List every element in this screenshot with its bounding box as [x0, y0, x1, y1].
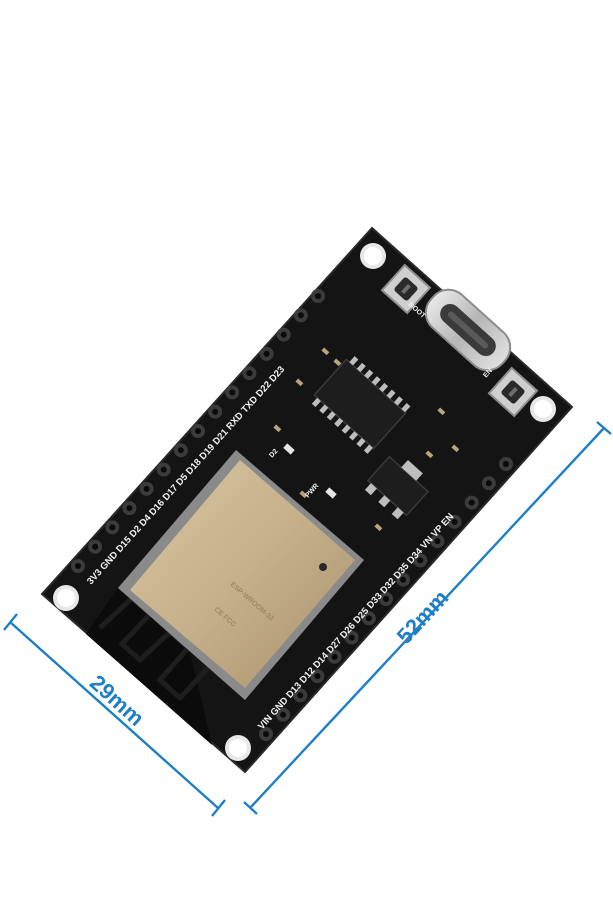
- header-pin-hole-center: [177, 447, 184, 454]
- header-pin-hole-center: [92, 543, 99, 550]
- dimension-29mm: [3, 613, 226, 817]
- boot-button: [380, 263, 432, 315]
- header-pin-hole-center: [434, 538, 441, 545]
- esp32-board: ESP-WROOM-32 CE FCC BOOT EN: [40, 226, 574, 774]
- header-pin-hole-center: [75, 563, 81, 569]
- header-pin-hole-center: [331, 653, 338, 660]
- header-pin-hole-center: [126, 505, 133, 512]
- en-label: EN: [482, 367, 494, 379]
- header-pin-hole-center: [195, 428, 201, 434]
- header-pin-hole-center: [143, 485, 150, 492]
- header-pin-hole-center: [315, 293, 321, 299]
- header-pin-hole-center: [468, 499, 475, 506]
- mounting-hole-icon: [225, 735, 251, 761]
- header-pin-hole-center: [280, 711, 287, 718]
- header-pin-hole-center: [383, 596, 389, 602]
- antenna-area: [86, 588, 212, 745]
- header-pin-hole-center: [451, 518, 458, 525]
- header-pin-hole-center: [348, 634, 355, 641]
- dimension-52mm: [243, 421, 612, 815]
- header-pin-hole-center: [246, 370, 253, 377]
- module-shield: [130, 460, 355, 688]
- d2-led: [283, 443, 295, 455]
- mounting-hole-icon: [360, 243, 386, 269]
- smd-components: [273, 347, 460, 532]
- voltage-regulator: [364, 455, 430, 520]
- header-pin-hole-center: [280, 331, 287, 338]
- usb-c-port-icon: [424, 288, 512, 372]
- header-pin-hole-center: [160, 466, 167, 473]
- header-pin-hole-center: [297, 312, 304, 319]
- header-pin-hole-center: [485, 480, 492, 487]
- header-pin-hole-center: [229, 389, 236, 396]
- header-pin-hole-center: [297, 692, 304, 699]
- d2-led-label: D2: [268, 448, 279, 459]
- mounting-hole-icon: [530, 396, 556, 422]
- left-header-pins: [71, 289, 325, 573]
- right-header-pins: [259, 457, 513, 741]
- header-pin-hole-center: [263, 350, 270, 357]
- pwr-led: [325, 487, 337, 499]
- header-pin-hole-center: [263, 731, 269, 737]
- header-pin-hole-center: [365, 615, 372, 622]
- esp32-module: ESP-WROOM-32 CE FCC: [118, 450, 364, 700]
- mounting-hole-icon: [53, 585, 79, 611]
- header-pin-hole-center: [400, 576, 407, 583]
- header-pin-hole-center: [314, 673, 321, 680]
- en-button: [487, 366, 539, 418]
- header-pin-hole-center: [109, 524, 116, 531]
- header-pin-hole-center: [212, 408, 219, 415]
- usb-serial-chip: [311, 356, 411, 454]
- header-pin-hole-center: [417, 557, 424, 564]
- header-pin-hole-center: [503, 461, 509, 467]
- module-pin1-dot: [319, 563, 327, 571]
